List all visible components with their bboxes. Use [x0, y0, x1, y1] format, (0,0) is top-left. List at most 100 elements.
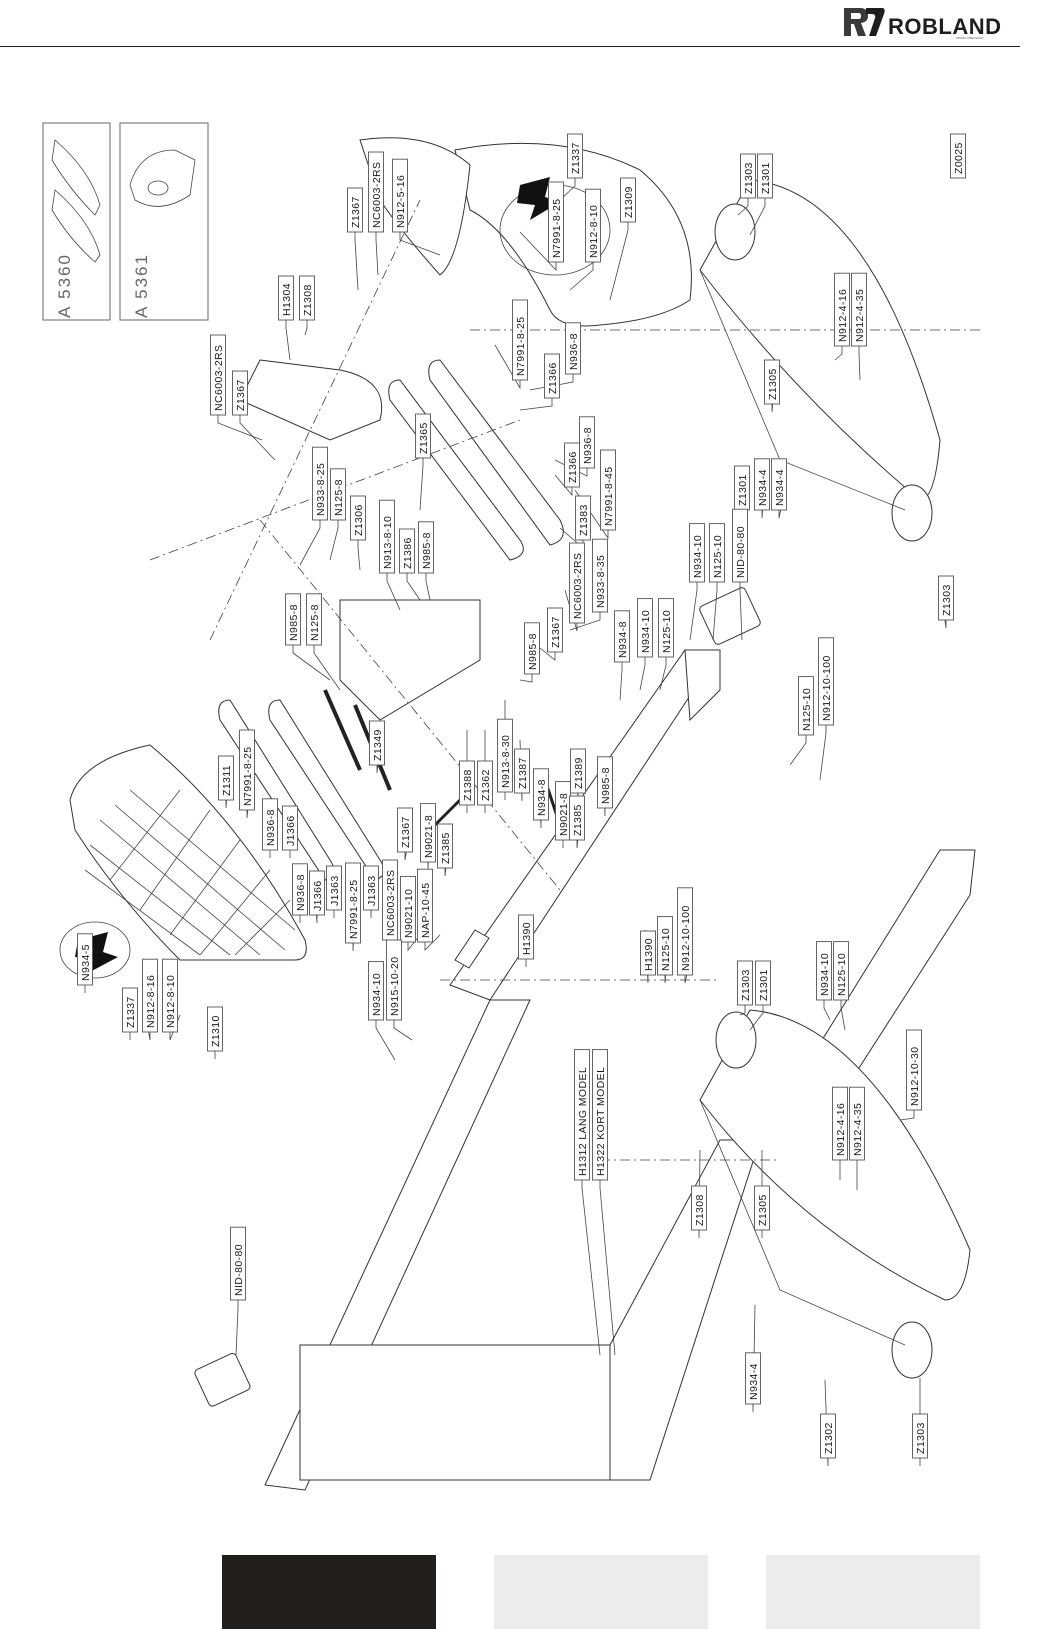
part-label[interactable]: N9021-10 — [400, 875, 421, 952]
part-label[interactable]: Z1366 — [519, 353, 560, 411]
part-label[interactable]: Z1309 — [609, 177, 636, 301]
part-label[interactable]: NAP-10-45 — [417, 868, 441, 951]
part-label[interactable]: Z1308 — [299, 275, 315, 336]
kit-a5361[interactable]: A 5361 — [119, 122, 209, 321]
part-label[interactable]: N934-10 — [637, 598, 653, 691]
part-label[interactable]: N915-10-20 — [386, 939, 413, 1041]
part-label[interactable]: N912-4-35 — [851, 272, 867, 381]
part-label[interactable]: H1390 — [640, 929, 656, 984]
part-label[interactable]: Z1310 — [207, 1006, 223, 1059]
part-label[interactable]: N912-4-16 — [832, 1086, 848, 1180]
part-label[interactable]: Z1365 — [415, 413, 431, 511]
part-label[interactable]: Z1367 — [347, 187, 363, 291]
part-label[interactable]: Z1388 — [459, 730, 475, 813]
part-label[interactable]: N7991-8-25 — [239, 729, 255, 819]
part-label[interactable]: Z1305 — [764, 359, 780, 413]
part-label[interactable]: N934-5 — [77, 933, 93, 993]
part-label[interactable]: N912-8-16 — [142, 958, 158, 1041]
part-label[interactable]: N7991-8-25 — [345, 862, 361, 952]
part-label[interactable]: N936-8 — [554, 416, 595, 477]
part-label[interactable]: Z1387 — [514, 739, 530, 802]
part-label[interactable]: N912-10-100 — [677, 887, 693, 984]
part-label[interactable]: N933-8-35 — [569, 538, 608, 631]
part-label[interactable]: H1312 LANG MODEL — [574, 1049, 601, 1356]
part-label[interactable]: N934-4 — [754, 458, 770, 519]
part-label[interactable]: N936-8 — [529, 322, 581, 391]
part-label[interactable]: J1366 — [309, 870, 325, 924]
part-label[interactable]: N9021-8 — [420, 803, 436, 871]
part-label[interactable]: N912-4-16 — [834, 272, 850, 361]
part-label[interactable]: H1322 KORT MODEL — [592, 1049, 616, 1356]
part-label[interactable]: NC6003-2RS — [210, 334, 263, 441]
part-label[interactable]: N125-8 — [329, 468, 346, 561]
part-label[interactable]: N934-4 — [745, 1304, 761, 1413]
part-label[interactable]: N934-10 — [368, 961, 396, 1061]
part-label[interactable]: NID-80-80 — [732, 508, 748, 641]
part-label[interactable]: J1363 — [363, 865, 379, 919]
part-label[interactable]: Z1385 — [569, 795, 585, 849]
part-label[interactable]: NC6003-2RS — [382, 859, 398, 948]
part-label[interactable]: Z1366 — [554, 442, 580, 497]
part-label[interactable]: NC6003-2RS — [564, 542, 585, 632]
part-label[interactable]: N912-8-10 — [569, 188, 601, 291]
part-label[interactable]: NC6003-2RS — [368, 151, 384, 276]
part-label[interactable]: N934-4 — [771, 458, 787, 519]
part-label[interactable]: Z1305 — [754, 1150, 770, 1238]
part-label[interactable]: H1304 — [278, 275, 294, 361]
part-label[interactable]: Z1385 — [437, 823, 453, 877]
kit-a5360[interactable]: A 5360 — [42, 122, 111, 321]
part-label[interactable]: N913-8-10 — [379, 499, 401, 611]
part-label[interactable]: Z1349 — [369, 720, 385, 774]
part-label[interactable]: N934-10 — [689, 523, 705, 641]
part-label[interactable]: J1363 — [326, 865, 342, 918]
part-label[interactable]: Z1367 — [397, 807, 413, 861]
part-label[interactable]: N125-10 — [789, 676, 814, 766]
part-label[interactable]: N936-8 — [292, 863, 308, 923]
part-label[interactable]: N125-8 — [306, 593, 341, 691]
part-label[interactable]: N912-10-30 — [899, 1029, 922, 1121]
part-label[interactable]: N125-10 — [709, 523, 725, 641]
part-label[interactable]: N985-8 — [519, 622, 540, 683]
part-label[interactable]: Z1337 — [122, 987, 138, 1040]
part-label[interactable]: H1390 — [518, 914, 534, 967]
part-label[interactable]: N985-8 — [597, 756, 613, 817]
part-label[interactable]: Z1301 — [749, 960, 771, 1031]
part-label[interactable]: N985-8 — [418, 521, 434, 601]
part-label[interactable]: Z1306 — [350, 495, 366, 571]
part-label[interactable]: Z1303 — [737, 960, 753, 1016]
part-label[interactable]: NID-80-80 — [230, 1226, 246, 1356]
part-label[interactable]: Z0025 — [950, 133, 966, 179]
part-label[interactable]: N933-8-25 — [299, 446, 328, 566]
part-label[interactable]: N7991-8-25 — [494, 299, 528, 390]
part-label[interactable]: Z1383 — [559, 495, 591, 549]
part-label[interactable]: N913-8-30 — [497, 700, 513, 800]
part-label[interactable]: Z1362 — [477, 730, 493, 813]
part-label[interactable]: N912-4-35 — [849, 1086, 865, 1190]
part-label[interactable]: Z1367 — [529, 607, 563, 661]
part-label[interactable]: Z1303 — [737, 153, 756, 216]
part-label[interactable]: N936-8 — [262, 798, 278, 858]
part-label[interactable]: N985-8 — [285, 593, 331, 681]
part-label[interactable]: N934-8 — [533, 768, 549, 829]
part-label[interactable]: Z1303 — [912, 1378, 928, 1466]
part-label[interactable]: Z1301 — [749, 153, 773, 236]
part-label[interactable]: J1366 — [282, 805, 298, 858]
part-label[interactable]: N125-10 — [833, 941, 849, 1031]
part-label[interactable]: N912-10-100 — [818, 637, 834, 781]
part-label[interactable]: Z1367 — [232, 370, 276, 461]
part-label[interactable]: N7991-8-25 — [519, 181, 564, 272]
part-label[interactable]: N9021-8 — [555, 781, 571, 848]
part-label[interactable]: N7991-8-45 — [574, 449, 616, 540]
part-label[interactable]: N934-10 — [816, 941, 832, 1021]
part-label[interactable]: Z1386 — [399, 528, 421, 601]
part-label[interactable]: N125-10 — [657, 916, 673, 984]
part-label[interactable]: Z1311 — [218, 755, 234, 809]
part-label[interactable]: Z1389 — [570, 748, 586, 802]
part-label[interactable]: Z1337 — [559, 133, 583, 201]
part-label[interactable]: N125-10 — [658, 598, 674, 691]
part-label[interactable]: Z1303 — [938, 575, 954, 629]
part-label[interactable]: Z1308 — [691, 1149, 707, 1239]
part-label[interactable]: N912-8-10 — [162, 958, 181, 1041]
part-label[interactable]: N934-8 — [614, 610, 630, 701]
part-label[interactable]: N912-5-16 — [392, 158, 441, 256]
